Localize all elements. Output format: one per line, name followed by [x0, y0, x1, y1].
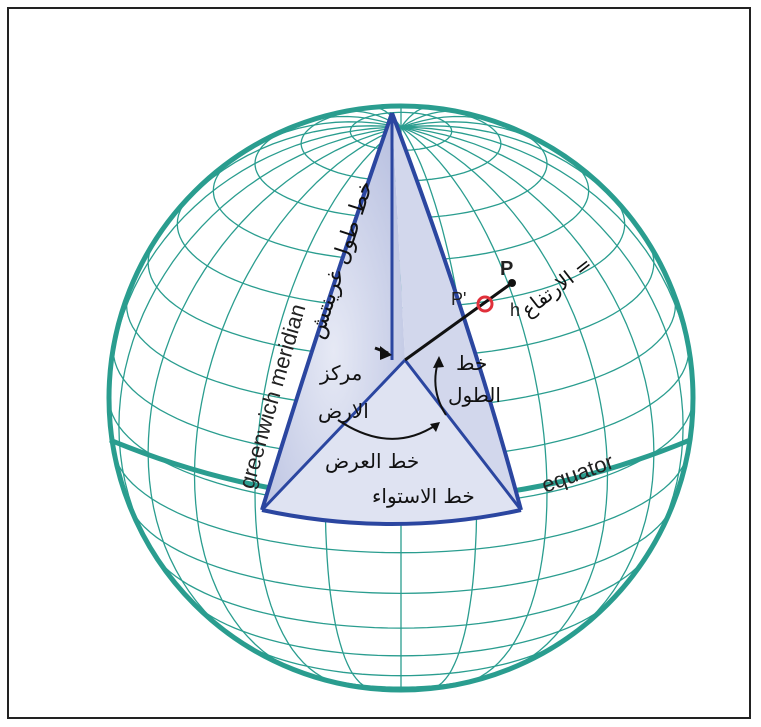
equator-label-ar: خط الاستواء	[372, 484, 475, 508]
longitude-arc-head	[433, 356, 444, 368]
point-p-prime-marker	[476, 295, 494, 313]
graticule-line	[400, 125, 639, 228]
point-p-label: P	[500, 258, 513, 280]
longitude-label-1: خط	[456, 351, 487, 375]
center-arrow-head	[380, 346, 392, 360]
latitude-label: خط العرض	[325, 449, 419, 473]
radius-line	[404, 281, 513, 362]
graticule-line	[254, 126, 402, 685]
equator-label-en: equator	[538, 449, 617, 498]
point-p-marker	[508, 279, 516, 287]
latitude-arc	[337, 419, 437, 440]
latitude-arc-head	[430, 422, 440, 432]
earth-center-label-1: مركز	[319, 361, 362, 385]
h-label: h	[510, 300, 520, 320]
graticule-line	[400, 126, 684, 570]
graticule-line	[400, 126, 609, 672]
graticule-line	[147, 126, 402, 644]
height-label: الارتفاع =	[516, 252, 597, 322]
cutaway-sector	[260, 112, 523, 526]
longitude-label-2: الطول	[448, 383, 501, 407]
graticule-line	[193, 126, 402, 672]
graticule-line	[400, 126, 548, 685]
point-p-prime-label: P'	[451, 289, 466, 309]
earth-center-label-2: الارض	[318, 399, 369, 423]
globe-outline	[106, 103, 696, 693]
graticule-line	[400, 126, 655, 644]
graticule-line	[118, 126, 402, 570]
